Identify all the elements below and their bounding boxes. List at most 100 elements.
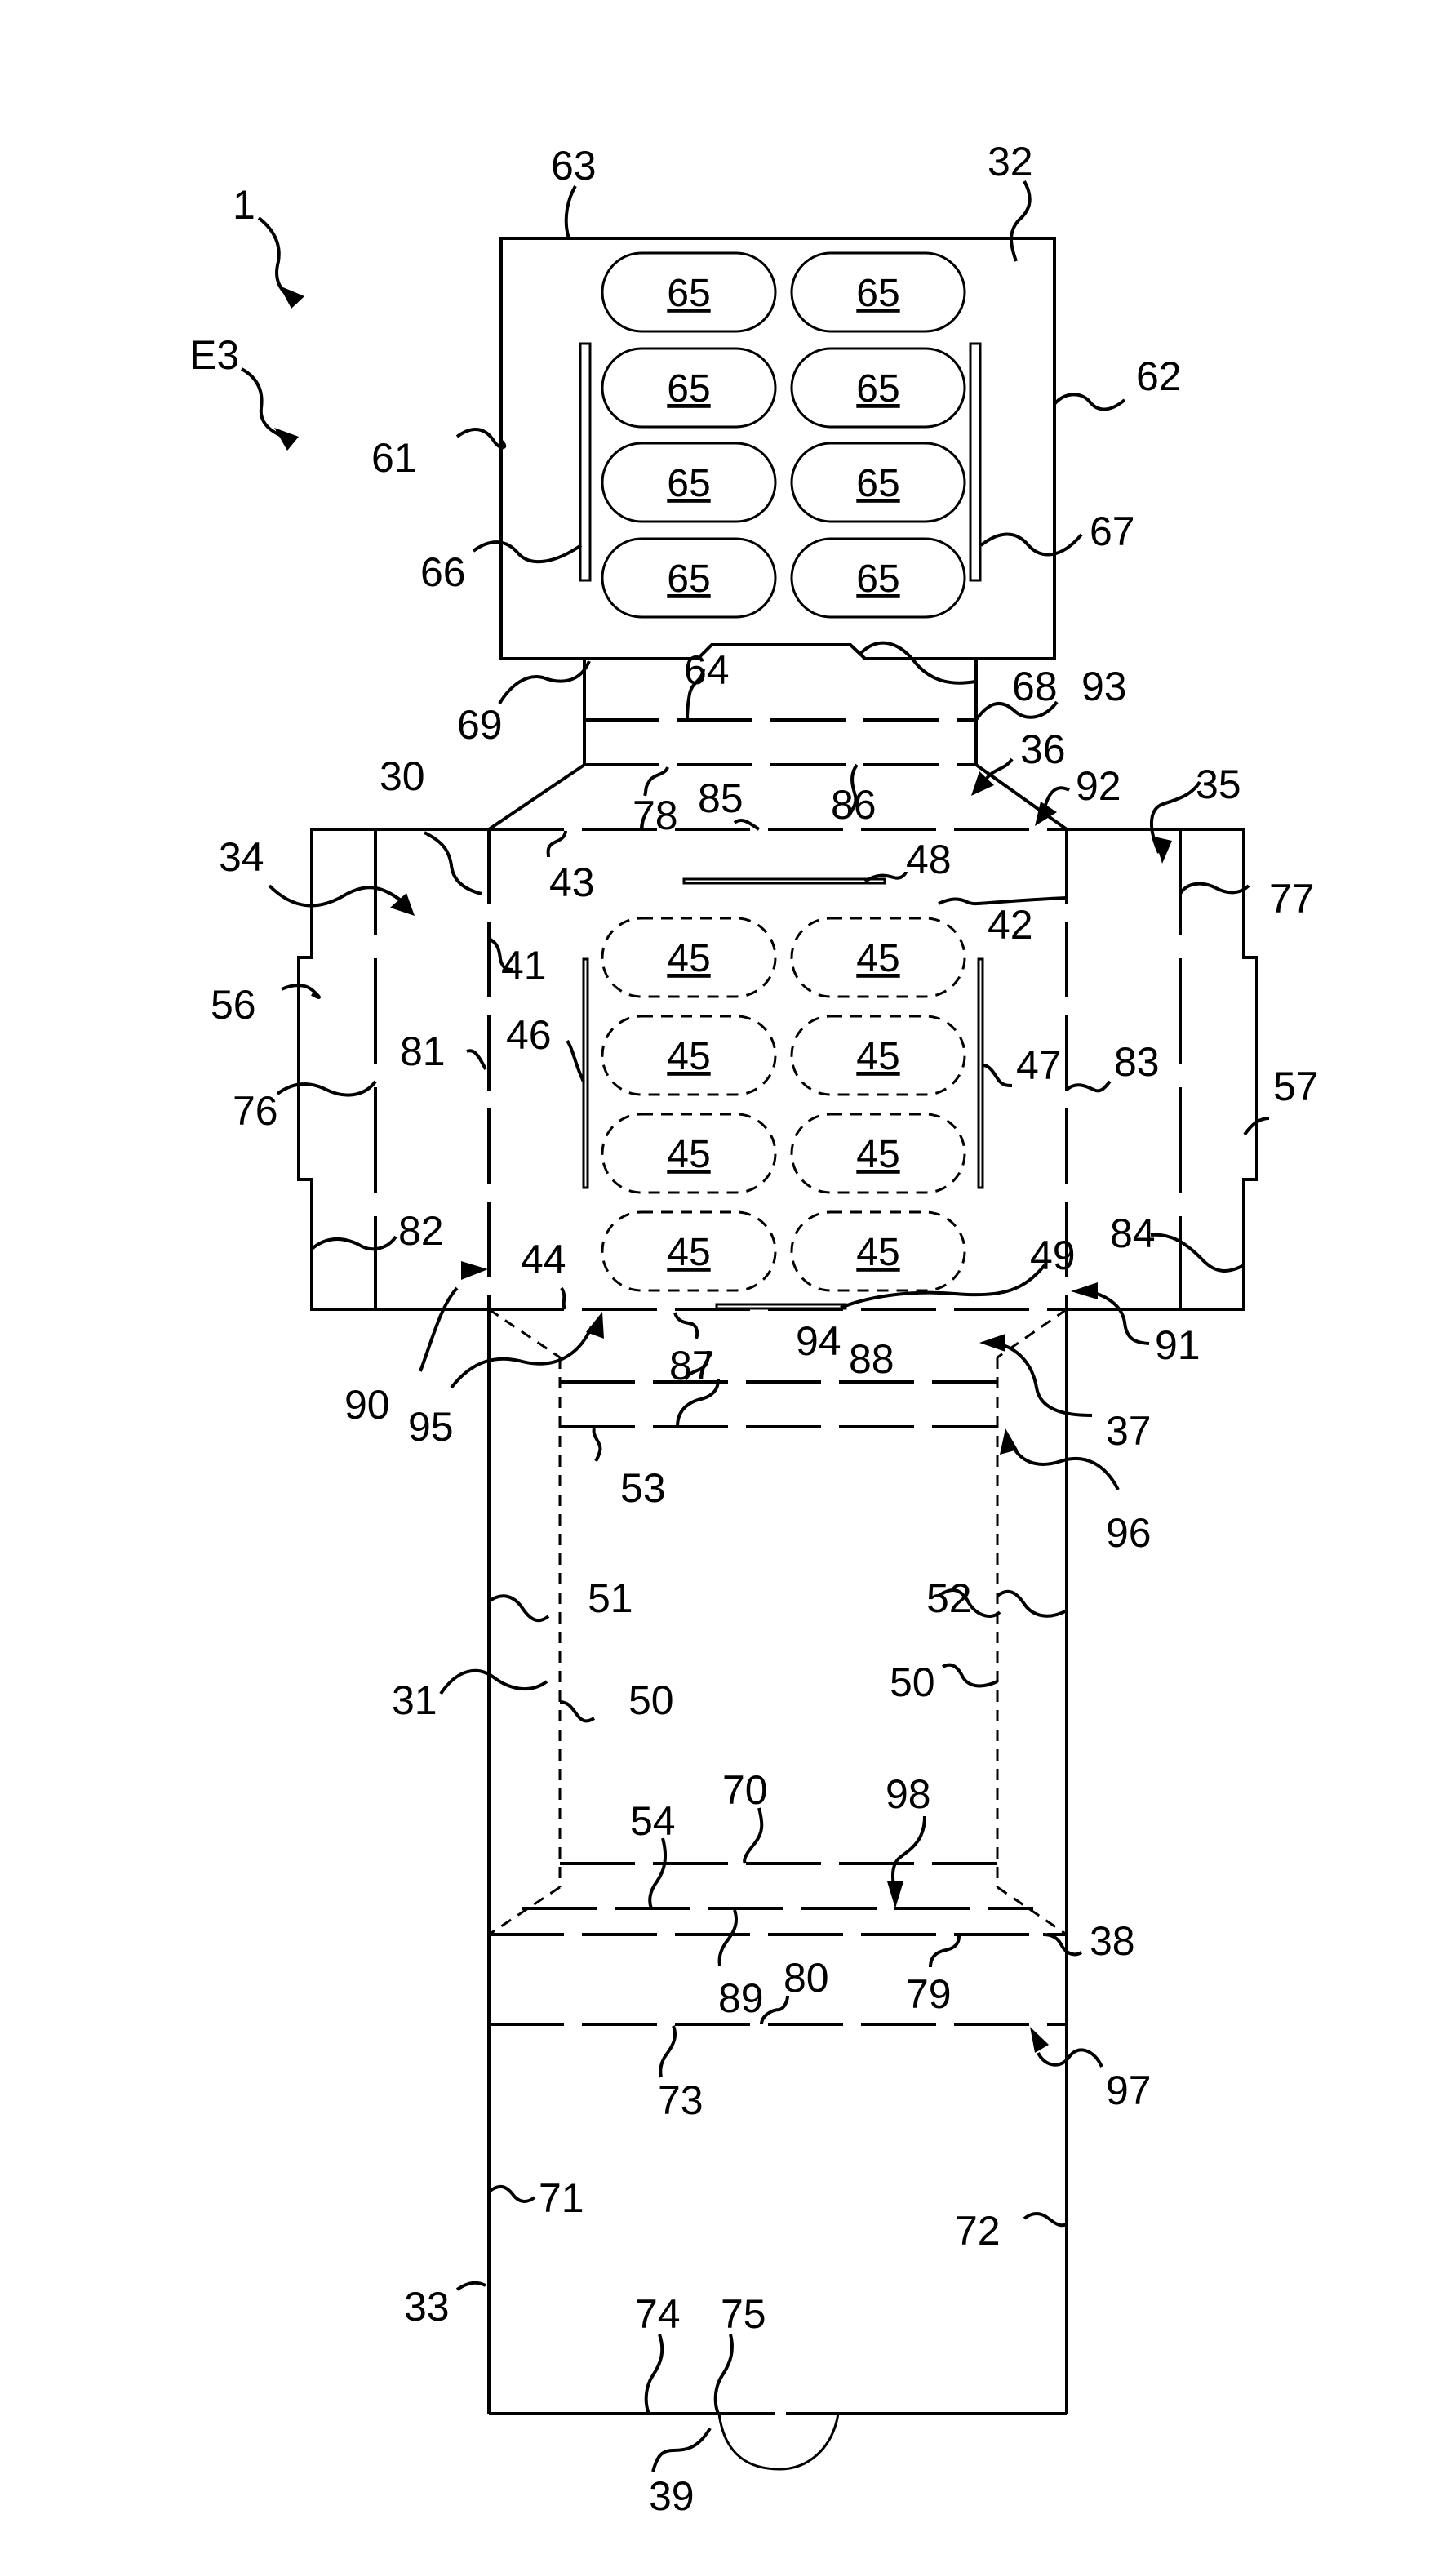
label-73: 73 — [658, 2077, 704, 2123]
label-80: 80 — [783, 1955, 829, 2001]
arrow-92 — [1043, 786, 1070, 809]
label-82: 82 — [398, 1208, 444, 1254]
label-66: 66 — [420, 549, 466, 595]
label-77: 77 — [1269, 876, 1315, 922]
leader-73 — [659, 2025, 677, 2078]
label-63: 63 — [551, 143, 597, 189]
leader-39 — [651, 2427, 712, 2472]
label-64: 64 — [684, 647, 730, 693]
main-panel-oval — [601, 917, 777, 998]
label-35: 35 — [1196, 762, 1241, 807]
leader-42 — [938, 896, 1068, 906]
label-95: 95 — [408, 1404, 454, 1450]
leader-66 — [472, 540, 583, 564]
perf-bevel-left-38 — [488, 1886, 561, 1936]
main-panel-oval-label: 45 — [856, 937, 899, 980]
leader-lines — [276, 180, 1270, 2472]
neck-panel — [487, 659, 1068, 831]
perf-bevel-right-38 — [997, 1886, 1068, 1936]
label-57: 57 — [1273, 1064, 1319, 1109]
label-90: 90 — [344, 1382, 390, 1428]
leader-88 — [676, 1379, 720, 1428]
label-85: 85 — [698, 775, 744, 821]
label-86: 86 — [831, 782, 877, 828]
label-67: 67 — [1090, 509, 1135, 554]
leader-57 — [1243, 1117, 1270, 1136]
leader-56 — [281, 984, 321, 999]
leader-77 — [1179, 882, 1250, 895]
main-panel-oval-label: 45 — [667, 1133, 710, 1176]
tab-39 — [717, 2413, 840, 2471]
left-flap-outline — [297, 828, 489, 1311]
label-47: 47 — [1016, 1042, 1062, 1088]
arrowhead-34 — [390, 893, 415, 916]
arrowhead-92 — [1035, 802, 1057, 826]
label-36: 36 — [1020, 726, 1066, 772]
label-34: 34 — [219, 834, 264, 880]
label-48: 48 — [906, 837, 952, 882]
leader-51 — [487, 1594, 550, 1623]
main-panel-oval — [790, 917, 966, 998]
leader-54 — [648, 1837, 668, 1909]
label-87: 87 — [669, 1343, 715, 1388]
leader-87 — [673, 1312, 699, 1339]
top-panel-oval-label: 65 — [856, 272, 899, 315]
top-panel-oval-label: 65 — [667, 272, 710, 315]
top-slot-left — [579, 342, 592, 582]
top-slot-right — [969, 342, 982, 582]
leader-76 — [276, 1080, 377, 1097]
top-panel-oval-label: 65 — [856, 462, 899, 505]
main-panel-oval — [601, 1210, 777, 1292]
leader-48 — [863, 871, 908, 883]
label-83: 83 — [1114, 1039, 1160, 1085]
top-panel-oval — [790, 347, 966, 429]
leader-61 — [455, 428, 507, 450]
leader-43 — [546, 830, 567, 858]
label-44: 44 — [521, 1237, 566, 1282]
arrowhead-96 — [1000, 1428, 1018, 1455]
leader-79 — [929, 1935, 961, 1968]
leader-33 — [455, 2281, 486, 2291]
middle-panel — [487, 1308, 1068, 2414]
leader-84 — [1150, 1233, 1245, 1273]
label-37: 37 — [1106, 1408, 1152, 1454]
label-75: 75 — [721, 2291, 766, 2337]
top-panel-oval-label: 65 — [667, 462, 710, 505]
label-49: 49 — [1030, 1233, 1076, 1278]
perf-bevel-95 — [488, 1308, 561, 1359]
top-panel-oval-label: 65 — [667, 367, 710, 411]
leader-70 — [743, 1807, 764, 1865]
label-72: 72 — [955, 2208, 1001, 2254]
label-41: 41 — [501, 943, 547, 988]
arrowhead-35 — [1154, 837, 1172, 864]
label-92: 92 — [1076, 763, 1121, 809]
main-panel-oval-label: 45 — [856, 1231, 899, 1274]
top-panel-outline — [499, 237, 1056, 660]
label-61: 61 — [371, 435, 417, 481]
arrowhead-1 — [279, 286, 304, 309]
label-54: 54 — [630, 1798, 676, 1844]
right-flap-outline — [1067, 828, 1258, 1311]
label-91: 91 — [1155, 1322, 1201, 1368]
arrowhead-36 — [971, 771, 994, 796]
top-panel-oval-label: 65 — [667, 557, 710, 601]
main-panel-oval — [790, 1113, 966, 1194]
label-50a: 50 — [628, 1677, 674, 1723]
main-panel-oval — [601, 1113, 777, 1194]
top-panel-oval-label: 65 — [856, 557, 899, 601]
perf-bevel-37 — [997, 1308, 1068, 1359]
arrow-90 — [419, 1286, 459, 1372]
label-51: 51 — [588, 1575, 633, 1621]
label-79: 79 — [906, 1971, 952, 2017]
arrow-95 — [450, 1326, 593, 1389]
leader-30 — [424, 831, 482, 895]
top-panel-oval — [790, 537, 966, 619]
leader-31 — [439, 1668, 548, 1695]
leader-38 — [1042, 1933, 1083, 1957]
label-43: 43 — [549, 860, 595, 905]
leader-44 — [560, 1286, 566, 1310]
leader-68 — [859, 641, 976, 685]
leader-67 — [979, 532, 1083, 557]
leader-50b — [942, 1663, 998, 1688]
leader-50a — [559, 1700, 596, 1723]
